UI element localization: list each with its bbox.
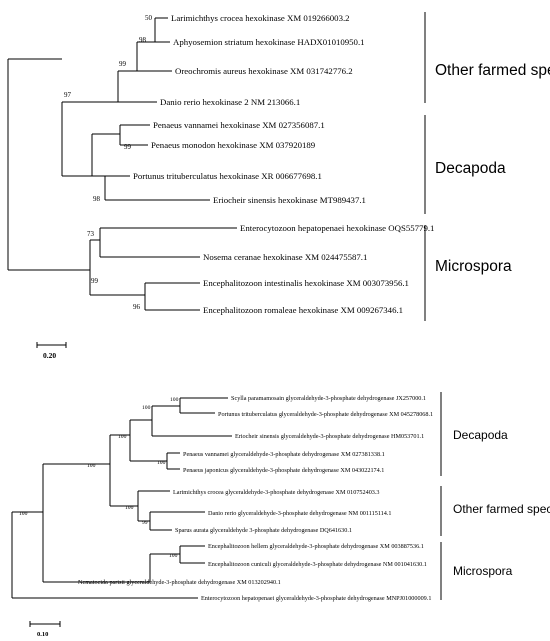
bootstrap-value: 100 — [87, 463, 96, 469]
taxon-label: Penaeus vannamei glyceraldehyde-3-phosph… — [183, 451, 385, 458]
taxon-label: Eriocheir sinensis glyceraldehyde-3-phos… — [235, 433, 424, 440]
scale-bar — [36, 342, 67, 348]
taxon-label: Scylla paramamosain glyceraldehyde-3-pho… — [231, 395, 426, 402]
bootstrap-value: 99 — [124, 143, 132, 151]
bootstrap-value: 100 — [19, 511, 28, 517]
taxon-label: Oreochromis aureus hexokinase XM 0317427… — [175, 66, 353, 76]
taxon-label: Danio rerio glyceraldehyde-3-phosphate d… — [208, 510, 392, 517]
taxon-label: Nosema ceranae hexokinase XM 024475587.1 — [203, 252, 367, 262]
gapdh-tree-branches — [11, 397, 232, 599]
group-label-decapoda: Decapoda — [453, 428, 508, 442]
taxon-label: Penaeus japonicus glyceraldehyde-3-phosp… — [183, 467, 384, 474]
group-label-microspora: Microspora — [435, 258, 512, 275]
group-label-other-farmed-species: Other farmed species — [453, 502, 550, 516]
hexokinase-tree: Larimichthys crocea hexokinase XM 019266… — [7, 12, 550, 360]
taxon-label: Portunus trituberculatus glyceraldehyde-… — [218, 411, 433, 418]
hexokinase-tree-taxa: Larimichthys crocea hexokinase XM 019266… — [133, 13, 434, 315]
taxon-label: Penaeus vannamei hexokinase XM 027356087… — [153, 120, 325, 130]
bootstrap-value: 96 — [133, 303, 141, 311]
taxon-label: Sparus aurata glyceraldehyde 3-phosphate… — [175, 527, 352, 534]
taxon-label: Encephalitozoon romaleae hexokinase XM 0… — [203, 305, 403, 315]
bootstrap-value: 100 — [169, 553, 178, 559]
gapdh-tree-groups: Decapoda Other farmed species Microspora — [440, 392, 550, 600]
bootstrap-value: 50 — [145, 14, 153, 22]
group-label-decapoda: Decapoda — [435, 160, 506, 177]
scale-bar — [29, 621, 61, 627]
bootstrap-value: 100 — [125, 505, 134, 511]
group-label-microspora: Microspora — [453, 564, 513, 578]
taxon-label: Larimichthys crocea glyceraldehyde-3-pho… — [173, 489, 380, 496]
bootstrap-value: 100 — [157, 460, 166, 466]
scale-label: 0.10 — [37, 631, 48, 638]
taxon-label: Eriocheir sinensis hexokinase MT989437.1 — [213, 195, 366, 205]
bootstrap-value: 100 — [170, 397, 179, 403]
hexokinase-tree-groups: Other farmed species Decapoda Microspora — [424, 12, 550, 321]
hexokinase-scale-bar: 0.20 — [36, 342, 67, 360]
bootstrap-value: 73 — [87, 230, 95, 238]
taxon-label: Portunus trituberculatus hexokinase XR 0… — [133, 171, 322, 181]
taxon-label: Nematocida parisii glyceraldehyde-3-phos… — [78, 579, 281, 586]
taxon-label: Encephalitozoon intestinalis hexokinase … — [203, 278, 409, 288]
gapdh-tree-bootstrap: 100 100 100 100 100 100 99 100 100 — [19, 397, 179, 559]
taxon-label: Danio rerio hexokinase 2 NM 213066.1 — [160, 97, 300, 107]
taxon-label: Encephalitozoon cuniculi glyceraldehyde-… — [208, 561, 427, 568]
taxon-label-highlighted: Enterocytozoon hepatopenaei hexokinase O… — [240, 223, 434, 233]
bootstrap-value: 99 — [142, 520, 148, 526]
taxon-label: Penaeus monodon hexokinase XM 037920189 — [151, 140, 316, 150]
hexokinase-tree-bootstrap: 50 98 99 97 99 98 73 99 96 — [64, 14, 153, 311]
hexokinase-tree-branches — [7, 17, 237, 311]
bootstrap-value: 97 — [64, 91, 72, 99]
bootstrap-value: 99 — [119, 60, 127, 68]
taxon-label: Larimichthys crocea hexokinase XM 019266… — [171, 13, 350, 23]
bootstrap-value: 98 — [93, 195, 101, 203]
taxon-label-highlighted: Enterocytozoon hepatopenaei glyceraldehy… — [201, 595, 431, 602]
taxon-label: Encephalitozoon hellem glyceraldehyde-3-… — [208, 543, 424, 550]
gapdh-tree-taxa: Scylla paramamosain glyceraldehyde-3-pho… — [78, 395, 433, 602]
group-label-other-farmed-species: Other farmed species — [435, 62, 550, 79]
bootstrap-value: 100 — [118, 434, 127, 440]
taxon-label: Aphyosemion striatum hexokinase HADX0101… — [173, 37, 365, 47]
scale-label: 0.20 — [43, 351, 56, 360]
bootstrap-value: 98 — [139, 36, 147, 44]
gapdh-tree: Scylla paramamosain glyceraldehyde-3-pho… — [11, 392, 550, 638]
bootstrap-value: 99 — [91, 277, 99, 285]
gapdh-scale-bar: 0.10 — [29, 621, 61, 638]
bootstrap-value: 100 — [142, 405, 151, 411]
